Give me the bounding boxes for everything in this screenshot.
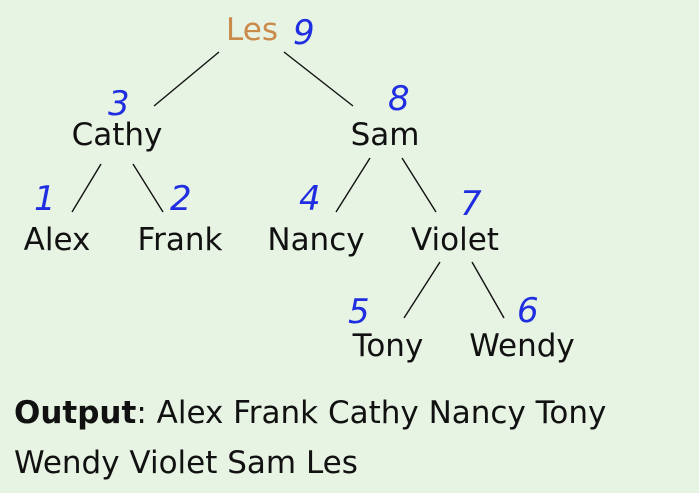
edge-les-cathy xyxy=(153,51,220,107)
output-separator: : xyxy=(136,395,147,431)
order-number-tony: 5 xyxy=(348,292,370,332)
node-frank: Frank xyxy=(138,222,223,258)
edge-cathy-alex xyxy=(71,163,102,213)
output-sequence: Alex Frank Cathy Nancy Tony Wendy Violet… xyxy=(14,395,607,481)
edge-cathy-frank xyxy=(132,163,164,213)
node-wendy: Wendy xyxy=(469,328,575,364)
order-number-les: 9 xyxy=(293,13,315,53)
node-cathy: Cathy xyxy=(72,117,163,153)
node-violet: Violet xyxy=(411,222,499,258)
edge-violet-wendy xyxy=(471,261,505,319)
edge-violet-tony xyxy=(403,261,441,319)
edge-les-sam xyxy=(283,51,354,107)
order-number-frank: 2 xyxy=(170,179,192,219)
order-number-sam: 8 xyxy=(388,79,410,119)
node-alex: Alex xyxy=(24,222,91,258)
output-line: Output: Alex Frank Cathy Nancy Tony Wend… xyxy=(14,388,684,488)
node-nancy: Nancy xyxy=(267,222,364,258)
order-number-nancy: 4 xyxy=(299,179,321,219)
order-number-alex: 1 xyxy=(34,179,56,219)
order-number-violet: 7 xyxy=(460,184,482,224)
node-les: Les xyxy=(226,12,278,48)
edge-sam-violet xyxy=(401,157,437,213)
order-number-cathy: 3 xyxy=(108,84,130,124)
node-tony: Tony xyxy=(352,328,424,364)
node-sam: Sam xyxy=(351,117,420,153)
order-number-wendy: 6 xyxy=(517,291,539,331)
output-label: Output xyxy=(14,395,137,431)
edge-sam-nancy xyxy=(335,157,371,213)
